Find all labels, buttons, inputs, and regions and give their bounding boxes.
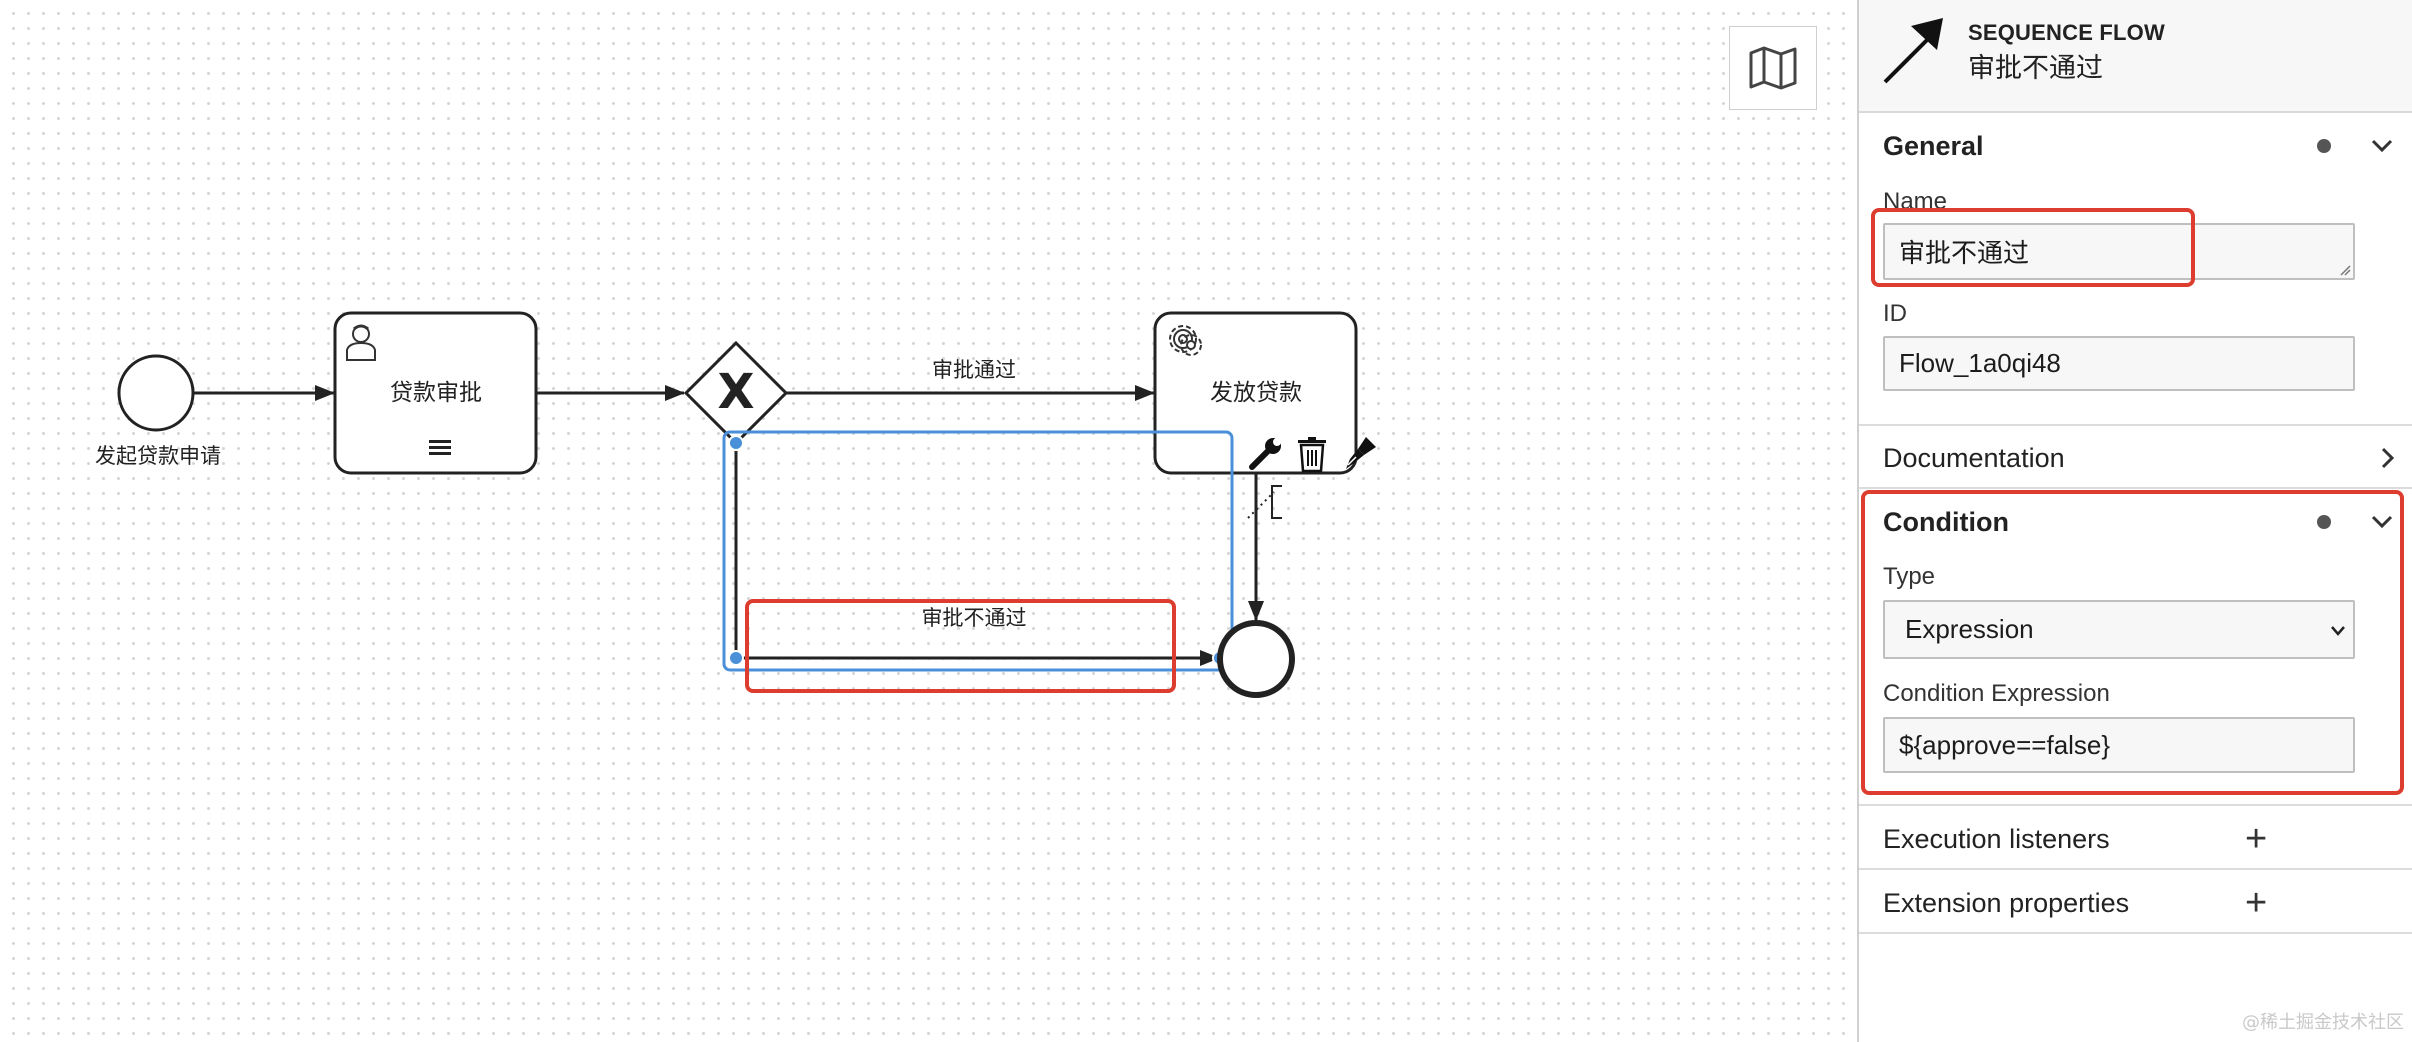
condition-expression-field[interactable]: ${approve==false} [1883,717,2355,773]
name-field-label: Name [1883,188,1948,215]
condition-expression-value: ${approve==false} [1899,729,2111,760]
bendpoint-handle[interactable] [728,650,744,666]
id-field-value: Flow_1a0qi48 [1899,348,2061,378]
gear-icon [1169,325,1202,356]
diagram-canvas[interactable]: 发起贷款申请 贷款审批 X 审批通过 [0,0,1857,1042]
flow-rejected-label: 审批不通过 [922,606,1027,630]
hamburger-icon [429,440,451,455]
chevron-down-icon[interactable] [2370,513,2394,531]
group-general-dot [2317,139,2331,153]
flow-rejected[interactable] [722,430,1234,672]
add-execution-listener-button[interactable]: + [2245,818,2268,860]
condition-expression-label: Condition Expression [1883,680,2110,707]
type-field-label: Type [1883,563,1936,590]
divider [1859,868,2412,870]
task-loan-approval-label: 贷款审批 [390,380,482,406]
context-pad[interactable] [1249,437,1376,473]
exclusive-gateway[interactable]: X [683,340,789,446]
group-general-title[interactable]: General [1883,131,1984,161]
group-extension-properties-title[interactable]: Extension properties [1883,888,2130,918]
divider [1859,804,2412,806]
divider [1859,932,2412,934]
text-annotation-connector [1247,485,1282,519]
bpmn-diagram[interactable]: 发起贷款申请 贷款审批 X 审批通过 [0,0,1857,1042]
chevron-right-icon[interactable] [2379,446,2397,470]
group-documentation-title[interactable]: Documentation [1883,443,2065,473]
properties-panel: SEQUENCE FLOW 审批不通过 General Name 审批不通过 I… [1857,0,2412,1042]
id-field[interactable]: Flow_1a0qi48 [1883,336,2355,391]
bendpoint-handle[interactable] [728,435,744,451]
divider [1859,424,2412,426]
sequence-flow-icon [1883,18,1943,84]
paintbrush-icon[interactable] [1346,437,1376,469]
end-event[interactable] [1217,620,1295,698]
name-field[interactable]: 审批不通过 [1883,223,2355,280]
group-execution-listeners-title[interactable]: Execution listeners [1883,824,2110,854]
chevron-down-icon [2331,626,2345,636]
flow-approved-label: 审批通过 [932,358,1016,382]
panel-header-type: SEQUENCE FLOW [1968,20,2165,45]
wrench-icon[interactable] [1249,438,1281,470]
id-field-label: ID [1883,300,1907,327]
trash-icon[interactable] [1298,437,1326,473]
task-loan-release-label: 发放贷款 [1210,380,1302,406]
user-icon [346,324,376,361]
type-select-value: Expression [1905,614,2034,644]
task-loan-approval[interactable]: 贷款审批 [333,311,538,475]
selection-outline [722,430,1234,672]
add-extension-property-button[interactable]: + [2245,882,2268,924]
map-icon [1749,46,1797,90]
resize-handle-icon[interactable] [2339,264,2351,276]
minimap-toggle-button[interactable] [1729,26,1817,110]
start-event[interactable] [117,354,195,432]
watermark: @稀土掘金技术社区 [2242,1012,2404,1033]
chevron-down-icon[interactable] [2370,137,2394,155]
panel-header-name: 审批不通过 [1968,53,2103,84]
divider [1859,487,2412,489]
gateway-x-icon: X [717,364,754,420]
start-event-label: 发起贷款申请 [95,444,221,468]
name-field-value: 审批不通过 [1899,239,2030,269]
type-select[interactable]: Expression [1883,600,2355,659]
group-condition-title[interactable]: Condition [1883,507,2009,537]
panel-header: SEQUENCE FLOW 审批不通过 [1859,0,2412,113]
task-loan-release[interactable]: 发放贷款 [1153,311,1358,475]
group-condition-dot [2317,515,2331,529]
